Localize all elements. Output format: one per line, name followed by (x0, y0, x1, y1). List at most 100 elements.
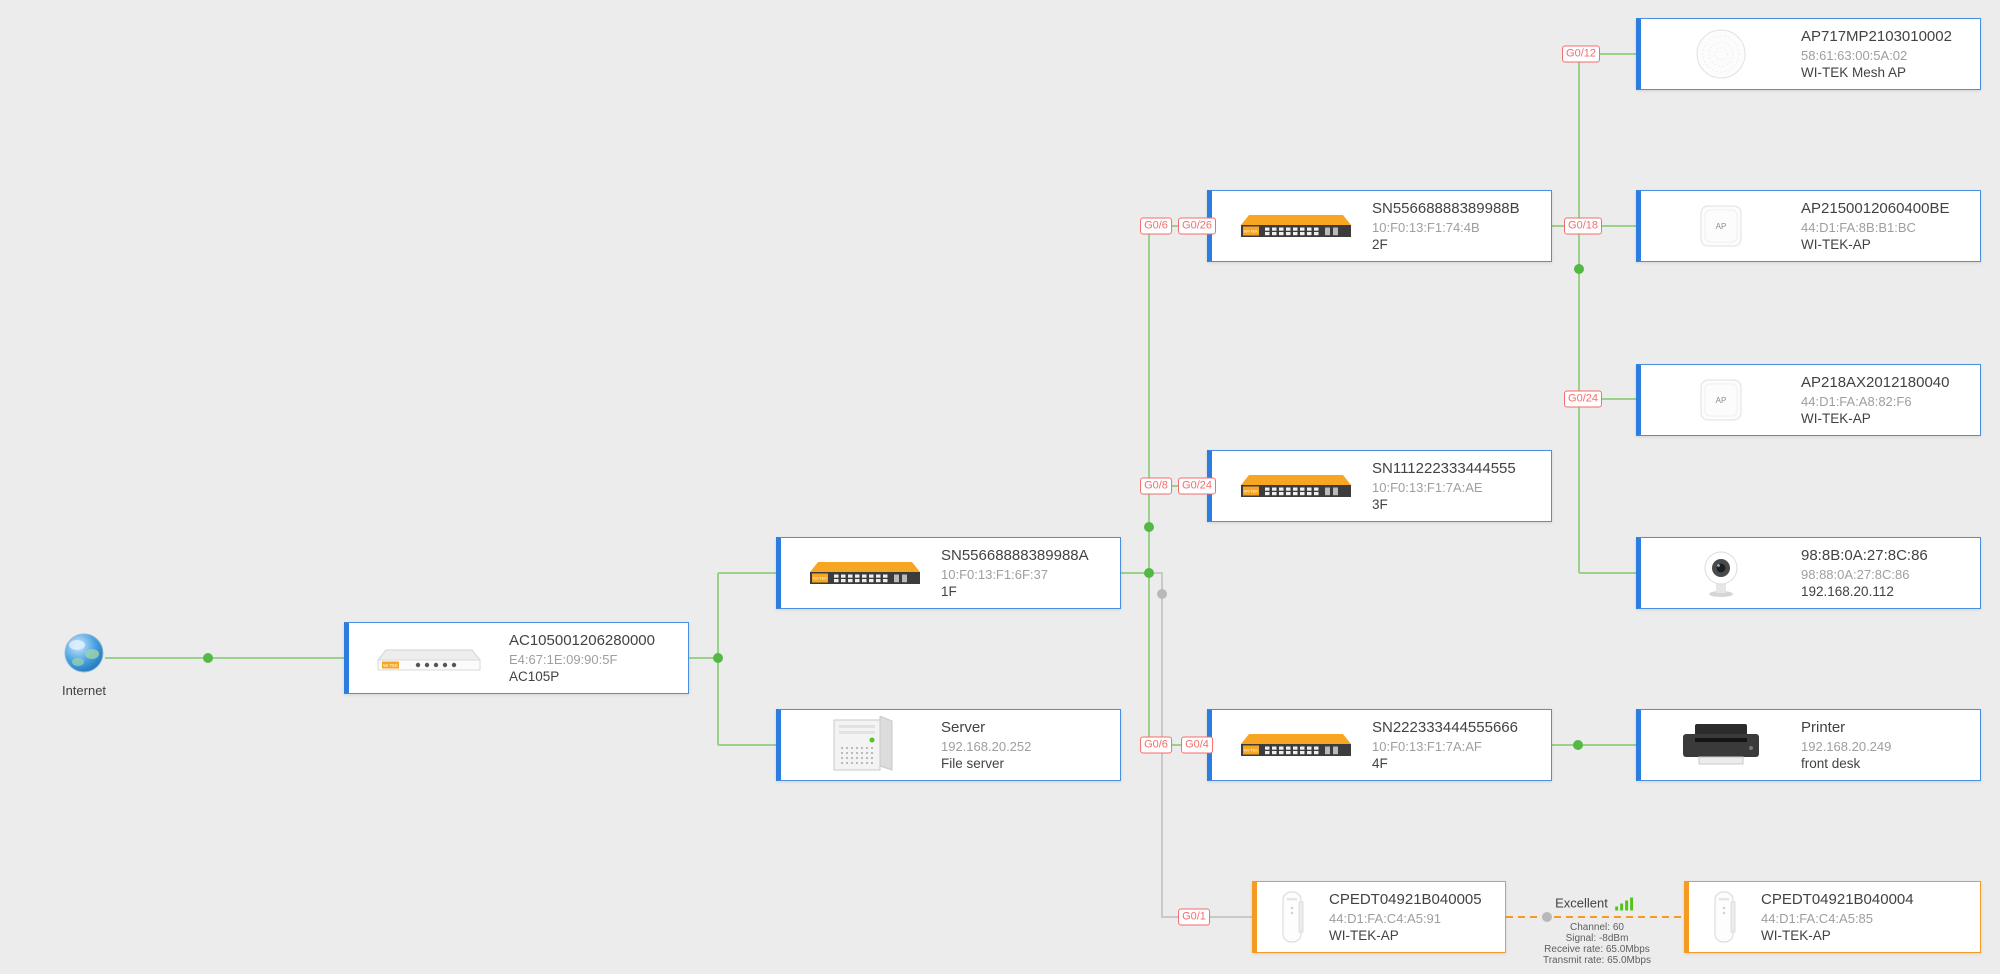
ap-icon: AP (1641, 198, 1801, 254)
wireless-link-details: Channel: 60 Signal: -8dBm Receive rate: … (1543, 922, 1651, 966)
link-status-dot-gray (1542, 912, 1552, 922)
device-name: 3F (1372, 497, 1388, 512)
switch-icon: WI-TEK (781, 553, 941, 593)
device-title: SN55668888389988A (941, 547, 1089, 564)
printer-icon (1641, 719, 1801, 771)
device-name: WI-TEK-AP (1801, 411, 1871, 426)
wireless-transmit: Transmit rate: 65.0Mbps (1542, 955, 1652, 966)
svg-text:WI-TEK: WI-TEK (813, 576, 827, 581)
device-card-camera[interactable]: 98:8B:0A:27:8C:86 98:88:0A:27:8C:86 192.… (1636, 537, 1981, 609)
mesh-ap-icon (1641, 24, 1801, 84)
device-title: SN55668888389988B (1372, 200, 1520, 217)
device-mac: 44:D1:FA:C4:A5:91 (1329, 910, 1442, 926)
link-status-dot (1144, 522, 1154, 532)
link-status-dot-gray (1157, 589, 1167, 599)
device-name: WI-TEK-AP (1801, 237, 1871, 252)
internet-label: Internet (61, 683, 107, 698)
link-status-dot (1574, 264, 1584, 274)
device-name: File server (941, 756, 1005, 771)
device-mac: 44:D1:FA:A8:82:F6 (1801, 393, 1912, 409)
device-card-switch-2f[interactable]: WI-TEK SN55668888389988B 10:F0:13:F1:74:… (1207, 190, 1552, 262)
device-name: 1F (941, 584, 957, 599)
device-title: Server (941, 719, 986, 736)
cpe-icon (1257, 888, 1329, 946)
device-card-mesh-ap[interactable]: AP717MP2103010002 58:61:63:00:5A:02 WI-T… (1636, 18, 1981, 90)
port-badge-g0-8: G0/8 (1140, 477, 1172, 495)
device-ip: 192.168.20.112 (1801, 584, 1894, 599)
device-mac: E4:67:1E:09:90:5F (509, 651, 618, 667)
server-icon (781, 716, 941, 774)
device-card-printer[interactable]: Printer 192.168.20.249 front desk (1636, 709, 1981, 781)
svg-text:AP: AP (1716, 222, 1727, 231)
device-title: AP2150012060400BE (1801, 200, 1950, 217)
port-badge-g0-6-4f: G0/6 (1140, 736, 1172, 754)
port-badge-g0-24: G0/24 (1564, 390, 1602, 408)
svg-text:WI-TEK: WI-TEK (1244, 229, 1258, 234)
svg-text:WI-TEK: WI-TEK (1244, 748, 1258, 753)
globe-icon (64, 633, 104, 673)
wireless-quality-label: Excellent (1555, 895, 1608, 911)
router-icon: WI-TEK (349, 638, 509, 678)
device-mac: 44:D1:FA:C4:A5:85 (1761, 910, 1874, 926)
ap-icon: AP (1641, 372, 1801, 428)
device-name: WI-TEK-AP (1329, 928, 1399, 943)
port-badge-g0-26: G0/26 (1178, 217, 1216, 235)
device-mac: 98:88:0A:27:8C:86 (1801, 566, 1910, 582)
device-ip: 192.168.20.252 (941, 738, 1032, 754)
port-badge-g0-4: G0/4 (1181, 736, 1213, 754)
port-badge-g0-6: G0/6 (1140, 217, 1172, 235)
camera-icon (1641, 544, 1801, 602)
device-title: CPEDT04921B040005 (1329, 891, 1482, 908)
device-card-ac105p[interactable]: WI-TEK AC105001206280000 E4:67:1E:09:90:… (344, 622, 689, 694)
device-card-switch-1f[interactable]: WI-TEK SN55668888389988A 10:F0:13:F1:6F:… (776, 537, 1121, 609)
device-card-switch-3f[interactable]: WI-TEK SN111222333444555 10:F0:13:F1:7A:… (1207, 450, 1552, 522)
wireless-channel: Channel: 60 (1570, 922, 1624, 933)
switch-icon: WI-TEK (1212, 466, 1372, 506)
device-mac: 10:F0:13:F1:7A:AE (1372, 479, 1483, 495)
device-card-cpe-05[interactable]: CPEDT04921B040005 44:D1:FA:C4:A5:91 WI-T… (1252, 881, 1506, 953)
wireless-link-quality: Excellent (1555, 896, 1633, 911)
cpe-icon (1689, 888, 1761, 946)
wireless-receive: Receive rate: 65.0Mbps (1544, 944, 1650, 955)
device-name: 4F (1372, 756, 1388, 771)
svg-text:AP: AP (1716, 396, 1727, 405)
svg-text:WI-TEK: WI-TEK (383, 663, 398, 668)
port-badge-g0-12: G0/12 (1562, 45, 1600, 63)
device-name: WI-TEK Mesh AP (1801, 65, 1907, 80)
device-title: SN111222333444555 (1372, 460, 1516, 477)
device-title: 98:8B:0A:27:8C:86 (1801, 547, 1928, 564)
device-title: AP218AX2012180040 (1801, 374, 1950, 391)
switch-icon: WI-TEK (1212, 206, 1372, 246)
device-name: WI-TEK-AP (1761, 928, 1831, 943)
device-ip: 192.168.20.249 (1801, 738, 1892, 754)
device-mac: 44:D1:FA:8B:B1:BC (1801, 219, 1916, 235)
device-card-ap218ax[interactable]: AP AP218AX2012180040 44:D1:FA:A8:82:F6 W… (1636, 364, 1981, 436)
link-status-dot (203, 653, 213, 663)
device-card-cpe-04[interactable]: CPEDT04921B040004 44:D1:FA:C4:A5:85 WI-T… (1684, 881, 1981, 953)
device-mac: 10:F0:13:F1:7A:AF (1372, 738, 1482, 754)
device-mac: 10:F0:13:F1:74:4B (1372, 219, 1480, 235)
port-badge-g0-1: G0/1 (1178, 908, 1210, 926)
device-title: AP717MP2103010002 (1801, 28, 1952, 45)
link-status-dot (713, 653, 723, 663)
device-title: SN222333444555666 (1372, 719, 1518, 736)
device-name: AC105P (509, 669, 560, 684)
device-name: front desk (1801, 756, 1861, 771)
port-badge-g0-24-3f: G0/24 (1178, 477, 1216, 495)
device-card-file-server[interactable]: Server 192.168.20.252 File server (776, 709, 1121, 781)
wireless-signal: Signal: -8dBm (1565, 933, 1629, 944)
device-mac: 10:F0:13:F1:6F:37 (941, 566, 1048, 582)
internet-node[interactable]: Internet (39, 632, 129, 698)
device-card-switch-4f[interactable]: WI-TEK SN222333444555666 10:F0:13:F1:7A:… (1207, 709, 1552, 781)
device-mac: 58:61:63:00:5A:02 (1801, 47, 1908, 63)
signal-bars-icon (1614, 897, 1633, 910)
switch-icon: WI-TEK (1212, 725, 1372, 765)
device-name: 2F (1372, 237, 1388, 252)
device-card-ap2150[interactable]: AP AP2150012060400BE 44:D1:FA:8B:B1:BC W… (1636, 190, 1981, 262)
device-title: CPEDT04921B040004 (1761, 891, 1914, 908)
link-status-dot (1573, 740, 1583, 750)
device-title: Printer (1801, 719, 1846, 736)
device-title: AC105001206280000 (509, 632, 655, 649)
